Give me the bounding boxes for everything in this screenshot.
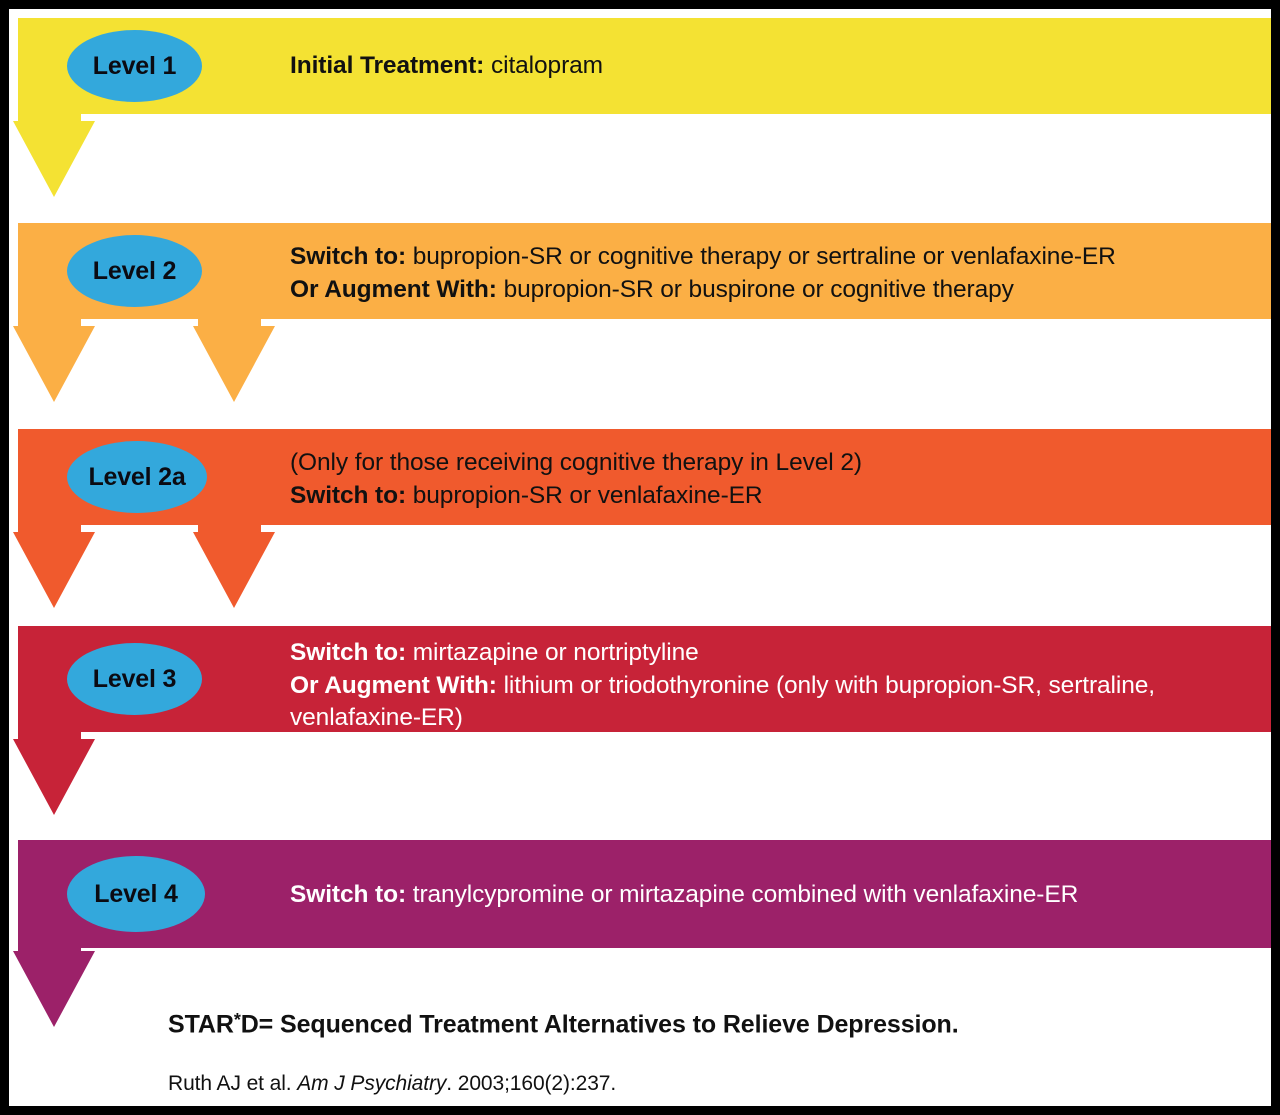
band-level-3-line-1-lead: Switch to:: [290, 639, 407, 666]
band-level-1-line-1: Initial Treatment: citalopram: [290, 50, 1250, 83]
band-level-2-fill: [18, 223, 1271, 319]
arrow-level-2-to-level-2a-left: [13, 314, 95, 402]
band-level-3-text: Switch to: mirtazapine or nortriptyline …: [290, 637, 1220, 735]
band-level-1: Level 1 Initial Treatment: citalopram: [18, 18, 1271, 114]
badge-level-4[interactable]: Level 4: [67, 856, 205, 932]
acronym-star: *: [233, 1010, 241, 1030]
badge-level-4-label: Level 4: [94, 879, 178, 908]
band-level-3-line-2-rest: lithium or triodothyronine (only with bu…: [290, 671, 1155, 732]
band-level-3-line-1: Switch to: mirtazapine or nortriptyline: [290, 637, 1220, 670]
citation-details: . 2003;160(2):237.: [446, 1072, 617, 1095]
band-level-2a-fill: [18, 429, 1271, 525]
figure-canvas: Level 1 Initial Treatment: citalopram Le…: [9, 9, 1271, 1106]
band-level-2a-text: (Only for those receiving cognitive ther…: [290, 447, 1270, 512]
citation: Ruth AJ et al. Am J Psychiatry. 2003;160…: [168, 1072, 616, 1096]
band-level-4-line-1: Switch to: tranylcypromine or mirtazapin…: [290, 879, 1260, 912]
badge-level-2-label: Level 2: [92, 256, 177, 285]
arrow-level-1-to-level-2: [13, 109, 95, 197]
band-level-2a: Level 2a (Only for those receiving cogni…: [18, 429, 1271, 525]
band-level-3-fill: [18, 626, 1271, 732]
badge-level-3[interactable]: Level 3: [67, 643, 202, 715]
band-level-4-line-1-lead: Switch to:: [290, 881, 407, 908]
badge-level-3-label: Level 3: [92, 664, 177, 693]
band-level-4-text: Switch to: tranylcypromine or mirtazapin…: [290, 879, 1260, 912]
band-level-1-fill: [18, 18, 1271, 114]
band-level-3: Level 3 Switch to: mirtazapine or nortri…: [18, 626, 1271, 732]
band-level-2-line-1: Switch to: bupropion-SR or cognitive the…: [290, 241, 1270, 274]
badge-level-1[interactable]: Level 1: [67, 30, 202, 102]
band-level-4-line-1-rest: tranylcypromine or mirtazapine combined …: [406, 881, 1079, 908]
band-level-1-line-1-lead: Initial Treatment:: [290, 52, 485, 79]
arrow-level-4-to-end: [13, 939, 95, 1027]
badge-level-2[interactable]: Level 2: [67, 235, 202, 307]
acronym-expansion: STAR*D= Sequenced Treatment Alternatives…: [168, 1010, 959, 1039]
band-level-3-line-2: Or Augment With: lithium or triodothyron…: [290, 670, 1220, 735]
band-level-2a-line-1: (Only for those receiving cognitive ther…: [290, 447, 1270, 480]
badge-level-1-label: Level 1: [92, 51, 177, 80]
citation-authors: Ruth AJ et al.: [168, 1072, 298, 1095]
band-level-2a-line-1-rest: (Only for those receiving cognitive ther…: [290, 449, 862, 476]
acronym-prefix: STAR: [168, 1010, 234, 1039]
acronym-suffix: D= Sequenced Treatment Alternatives to R…: [240, 1010, 959, 1039]
band-level-2-line-2-rest: bupropion-SR or buspirone or cognitive t…: [496, 275, 1014, 303]
band-level-2-line-1-lead: Switch to:: [290, 243, 407, 270]
band-level-4: Level 4 Switch to: tranylcypromine or mi…: [18, 840, 1271, 948]
arrow-level-2a-to-level-3-left: [13, 520, 95, 608]
band-level-3-line-1-rest: mirtazapine or nortriptyline: [406, 639, 699, 666]
band-level-2-line-2: Or Augment With: bupropion-SR or buspiro…: [290, 274, 1270, 307]
arrow-level-2-to-level-2a-right: [193, 314, 275, 402]
band-level-1-text: Initial Treatment: citalopram: [290, 50, 1250, 83]
band-level-2-line-2-lead: Or Augment With:: [290, 275, 497, 303]
band-level-3-line-2-lead: Or Augment With:: [290, 671, 497, 699]
band-level-2: Level 2 Switch to: bupropion-SR or cogni…: [18, 223, 1271, 319]
band-level-1-line-1-rest: citalopram: [484, 52, 603, 79]
band-level-2a-line-2-rest: bupropion-SR or venlafaxine-ER: [406, 481, 763, 509]
badge-level-2a[interactable]: Level 2a: [67, 441, 207, 513]
band-level-2a-line-2-lead: Switch to:: [290, 481, 407, 509]
band-level-2a-line-2: Switch to: bupropion-SR or venlafaxine-E…: [290, 480, 1270, 513]
band-level-4-fill: [18, 840, 1271, 948]
badge-level-2a-label: Level 2a: [88, 462, 186, 491]
band-level-2-line-1-rest: bupropion-SR or cognitive therapy or ser…: [406, 243, 1116, 270]
citation-journal: Am J Psychiatry: [297, 1072, 447, 1095]
arrow-level-3-to-level-4: [13, 727, 95, 815]
band-level-2-text: Switch to: bupropion-SR or cognitive the…: [290, 241, 1270, 306]
arrow-level-2a-to-level-3-right: [193, 520, 275, 608]
